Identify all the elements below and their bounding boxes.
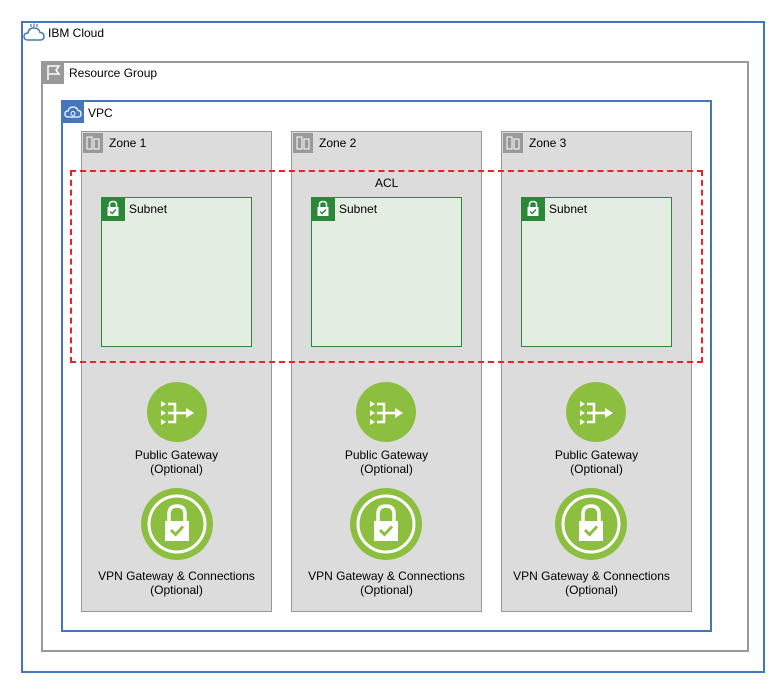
- public-gateway-title: Public Gateway: [344, 448, 429, 462]
- resource-group-container: [41, 61, 749, 652]
- zone-3-label: Zone 3: [529, 136, 567, 150]
- subnet-label: Subnet: [339, 202, 378, 216]
- vpn-lock-icon: [350, 488, 422, 560]
- public-gateway-note: (Optional): [570, 462, 623, 476]
- acl-label: ACL: [375, 176, 399, 190]
- subnet-label: Subnet: [129, 202, 168, 216]
- subnet-zone-1: [101, 197, 252, 347]
- public-gateway-icon: [356, 382, 416, 442]
- public-gateway-label: Public Gateway (Optional): [516, 448, 677, 476]
- vpc-label: VPC: [88, 106, 113, 120]
- public-gateway-title: Public Gateway: [554, 448, 639, 462]
- public-gateway-note: (Optional): [360, 462, 413, 476]
- public-gateway-icon: [147, 382, 207, 442]
- acl-boundary: [70, 170, 703, 363]
- vpn-gateway-title: VPN Gateway & Connections: [98, 569, 255, 583]
- public-gateway-label: Public Gateway (Optional): [96, 448, 257, 476]
- subnet-lock-icon: [101, 197, 125, 221]
- subnet-label: Subnet: [549, 202, 588, 216]
- vpn-lock-icon: [141, 488, 213, 560]
- public-gateway-icon: [566, 382, 626, 442]
- subnet-lock-icon: [521, 197, 545, 221]
- vpn-lock-icon: [555, 488, 627, 560]
- resource-group-label: Resource Group: [69, 66, 158, 80]
- vpn-gateway-label: VPN Gateway & Connections (Optional): [296, 569, 477, 597]
- public-gateway-label: Public Gateway (Optional): [306, 448, 467, 476]
- zone-building-icon: [503, 133, 523, 153]
- zone-2-label: Zone 2: [319, 136, 357, 150]
- vpn-gateway-label: VPN Gateway & Connections (Optional): [86, 569, 267, 597]
- public-gateway-note: (Optional): [150, 462, 203, 476]
- vpn-gateway-title: VPN Gateway & Connections: [308, 569, 465, 583]
- subnet-lock-icon: [311, 197, 335, 221]
- vpc-container: [61, 100, 712, 632]
- vpc-icon: [62, 101, 84, 123]
- zone-building-icon: [83, 133, 103, 153]
- zone-1-label: Zone 1: [109, 136, 147, 150]
- subnet-zone-2: [311, 197, 462, 347]
- public-gateway-title: Public Gateway: [134, 448, 219, 462]
- vpn-gateway-label: VPN Gateway & Connections (Optional): [501, 569, 682, 597]
- vpn-gateway-title: VPN Gateway & Connections: [513, 569, 670, 583]
- vpn-gateway-note: (Optional): [565, 583, 618, 597]
- subnet-zone-3: [521, 197, 672, 347]
- flag-icon: [42, 62, 64, 84]
- ibm-cloud-container: [21, 21, 765, 673]
- ibm-cloud-label: IBM Cloud: [48, 26, 105, 40]
- zone-building-icon: [293, 133, 313, 153]
- ibm-cloud-icon: [22, 22, 46, 46]
- vpn-gateway-note: (Optional): [150, 583, 203, 597]
- vpn-gateway-note: (Optional): [360, 583, 413, 597]
